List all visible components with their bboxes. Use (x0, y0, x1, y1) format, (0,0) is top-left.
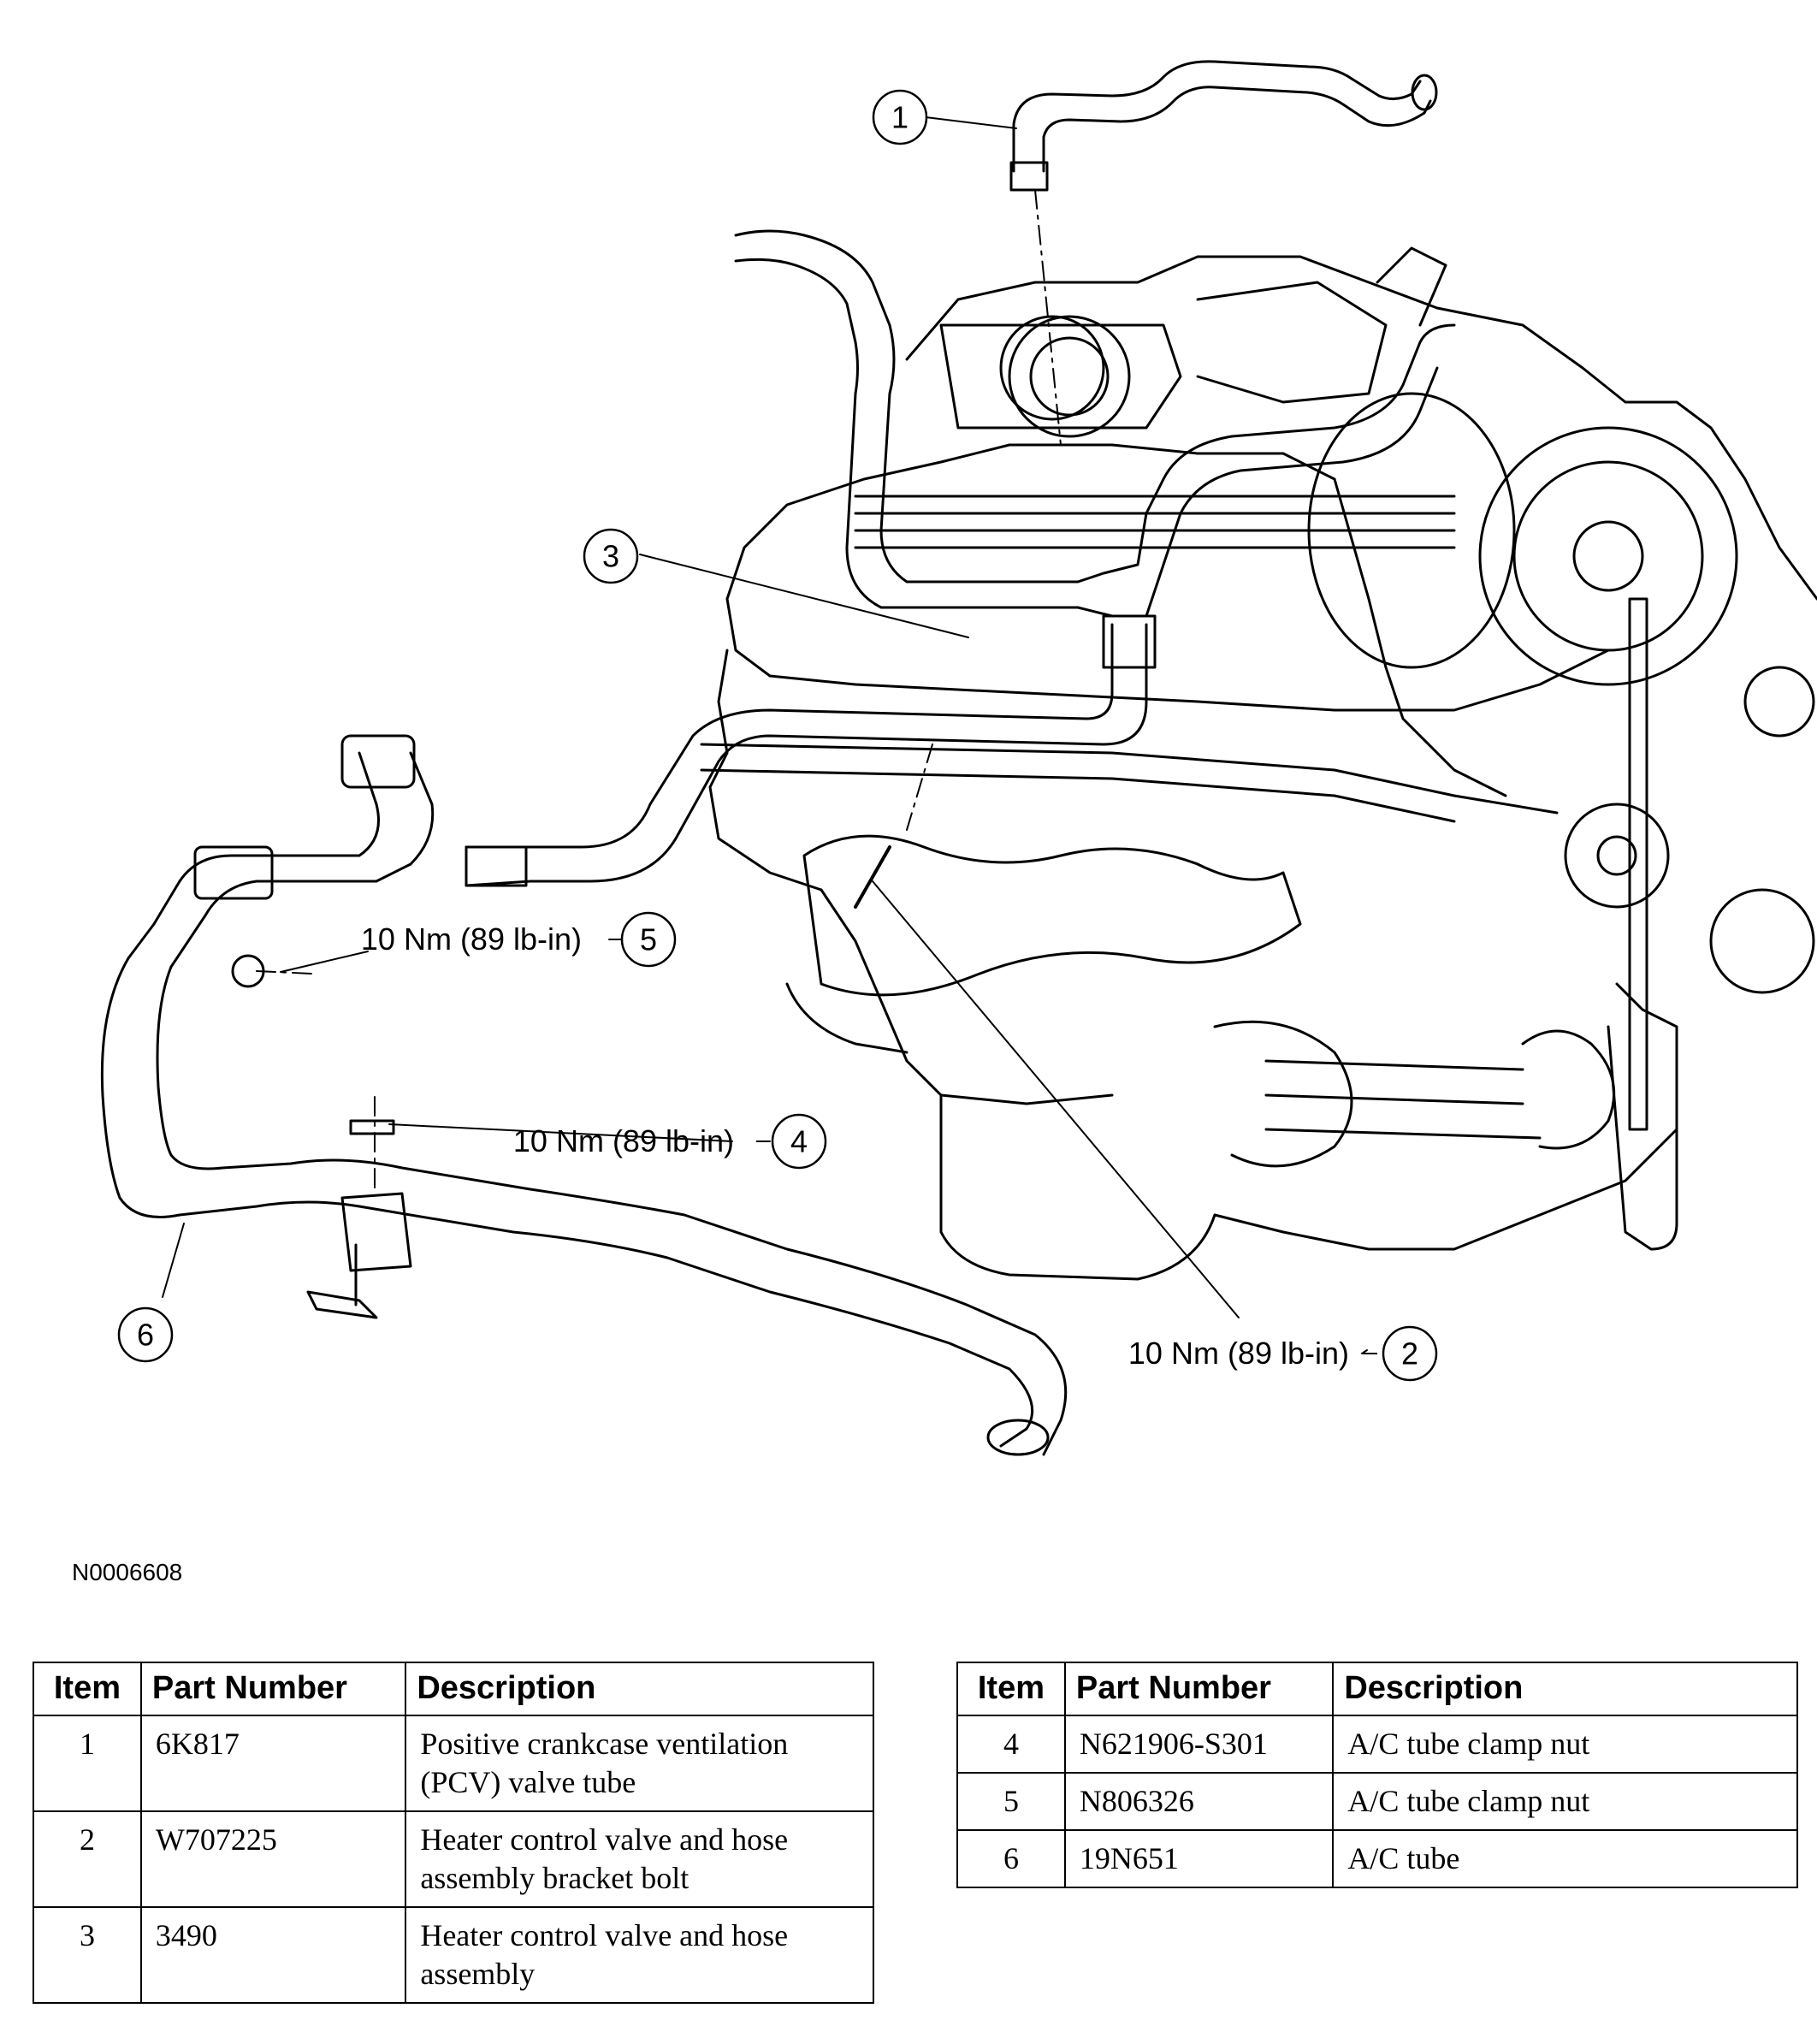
cell-description: Heater control valve and hose assembly (405, 1906, 874, 2004)
header-part-number: Part Number (1063, 1662, 1335, 1716)
torque-spec-label: 10 Nm (89 lb-in) (1128, 1336, 1349, 1371)
torque-spec-label: 10 Nm (89 lb-in) (361, 921, 582, 957)
cell-item: 4 (956, 1715, 1066, 1774)
table-row: 6 19N651 A/C tube (956, 1829, 1798, 1888)
cell-description: A/C tube clamp nut (1332, 1715, 1798, 1774)
cell-item: 3 (33, 1906, 142, 2004)
callout-4: 10 Nm (89 lb-in) 4 (513, 1113, 827, 1170)
throttle-body (939, 246, 1447, 430)
cell-part-number: W707225 (139, 1810, 407, 1908)
callout-3: 3 (583, 528, 639, 584)
header-part-number: Part Number (139, 1662, 407, 1716)
callout-1: 1 (872, 89, 928, 145)
torque-spec-label: 10 Nm (89 lb-in) (513, 1123, 734, 1158)
callout-6: 6 (117, 1306, 174, 1363)
callout-number: 6 (137, 1318, 154, 1353)
cell-item: 6 (956, 1829, 1066, 1888)
table-header-row: Item Part Number Description (956, 1662, 1798, 1716)
bracket-bolt (854, 845, 891, 909)
ac-tube (100, 734, 1068, 1456)
parts-table-left: Item Part Number Description 1 6K817 Pos… (33, 1662, 874, 2004)
cell-description: A/C tube (1332, 1829, 1798, 1888)
callout-number: 4 (790, 1124, 808, 1159)
table-row: 1 6K817 Positive crankcase ventilation (… (33, 1715, 874, 1812)
table-row: 2 W707225 Heater control valve and hose … (33, 1810, 874, 1908)
cell-part-number: 6K817 (139, 1715, 407, 1812)
header-description: Description (405, 1662, 874, 1716)
cell-part-number: 3490 (139, 1906, 407, 2004)
table-header-row: Item Part Number Description (33, 1662, 874, 1716)
callout-number: 1 (891, 100, 908, 135)
cell-item: 2 (33, 1810, 142, 1908)
heater-hose-assembly (465, 229, 1456, 887)
header-description: Description (1332, 1662, 1798, 1716)
cell-part-number: N806326 (1063, 1772, 1335, 1831)
cell-description: Heater control valve and hose assembly b… (405, 1810, 874, 1908)
engine-illustration: 1 10 Nm (89 lb-in) 2 3 10 Nm (89 lb-in) … (100, 60, 1817, 1456)
pcv-valve-tube (1009, 60, 1438, 192)
table-row: 5 N806326 A/C tube clamp nut (956, 1772, 1798, 1831)
figure-id: N0006608 (72, 1559, 183, 1585)
parts-table-right: Item Part Number Description 4 N621906-S… (956, 1662, 1798, 1888)
callout-2: 10 Nm (89 lb-in) 2 (1128, 1325, 1438, 1382)
table-row: 3 3490 Heater control valve and hose ass… (33, 1906, 874, 2004)
header-item: Item (956, 1662, 1066, 1716)
cell-part-number: N621906-S301 (1063, 1715, 1335, 1774)
cell-description: Positive crankcase ventilation (PCV) val… (405, 1715, 874, 1812)
callout-number: 3 (602, 539, 619, 574)
table-row: 4 N621906-S301 A/C tube clamp nut (956, 1715, 1798, 1774)
cell-item: 5 (956, 1772, 1066, 1831)
cell-part-number: 19N651 (1063, 1829, 1335, 1888)
callout-number: 5 (640, 922, 657, 957)
cell-item: 1 (33, 1715, 142, 1812)
header-item: Item (33, 1662, 142, 1716)
callout-5: 10 Nm (89 lb-in) 5 (361, 911, 677, 968)
engine-block (700, 255, 1817, 1281)
alignment-lines (256, 189, 1062, 1190)
callout-number: 2 (1401, 1336, 1418, 1372)
cell-description: A/C tube clamp nut (1332, 1772, 1798, 1831)
